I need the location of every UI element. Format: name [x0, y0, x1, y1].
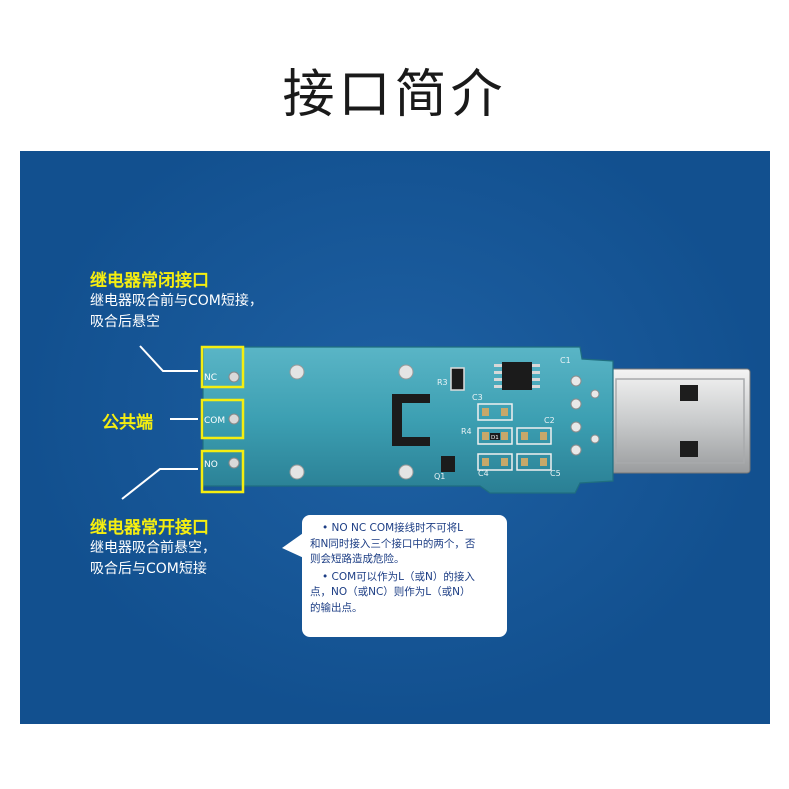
note-b2-l3: 的输出点。	[310, 601, 363, 614]
highlight-nc	[200, 345, 245, 389]
pin-com-label: COM	[204, 416, 225, 426]
pin-no-label: NO	[204, 460, 218, 470]
nc-label-desc-2: 吸合后悬空	[90, 314, 160, 330]
silk-c2: C2	[544, 416, 555, 425]
page-title: 接口简介	[282, 65, 507, 125]
no-label-desc-1: 继电器吸合前悬空，	[90, 540, 216, 556]
silk-c5: C5	[550, 469, 561, 478]
pcb: R3 C3 R4 C2 Q1 C4 C5 C1 D1 NC COM NO	[202, 346, 614, 494]
com-label-title: 公共端	[102, 413, 153, 433]
note-b2-l1: • COM可以作为L（或N）的接入	[322, 570, 475, 583]
note-bubble-tail	[282, 531, 306, 559]
note-bubble: • NO NC COM接线时不可将L 和N同时接入三个接口中的两个，否 则会短路…	[302, 515, 507, 637]
leader-lines	[121, 345, 198, 500]
silk-d1: D1	[491, 435, 499, 441]
highlight-com	[200, 398, 245, 440]
pin-nc-label: NC	[204, 373, 217, 383]
silk-q1: Q1	[434, 472, 445, 481]
silk-c4: C4	[478, 469, 489, 478]
silk-r4: R4	[461, 427, 472, 436]
silk-r3: R3	[437, 378, 448, 387]
nc-label-title: 继电器常闭接口	[90, 271, 209, 291]
silk-c3: C3	[472, 393, 483, 402]
note-b1-l3: 则会短路造成危险。	[310, 553, 405, 565]
usb-plug	[607, 368, 751, 474]
note-b1-l1: • NO NC COM接线时不可将L	[322, 522, 464, 534]
highlight-no	[200, 449, 245, 494]
no-label-desc-2: 吸合后与COM短接	[90, 561, 207, 577]
silk-c1: C1	[560, 356, 571, 365]
terminal-highlights	[200, 345, 245, 494]
board-illustration: R3 C3 R4 C2 Q1 C4 C5 C1 D1 NC COM NO	[121, 345, 751, 559]
no-label-title: 继电器常开接口	[90, 518, 209, 538]
note-b2-l2: 点，NO（或NC）则作为L（或N）	[310, 586, 471, 598]
nc-label-desc-1: 继电器吸合前与COM短接，	[90, 293, 263, 309]
product-panel: R3 C3 R4 C2 Q1 C4 C5 C1 D1 NC COM NO	[20, 151, 770, 724]
note-b1-l2: 和N同时接入三个接口中的两个，否	[310, 537, 476, 550]
